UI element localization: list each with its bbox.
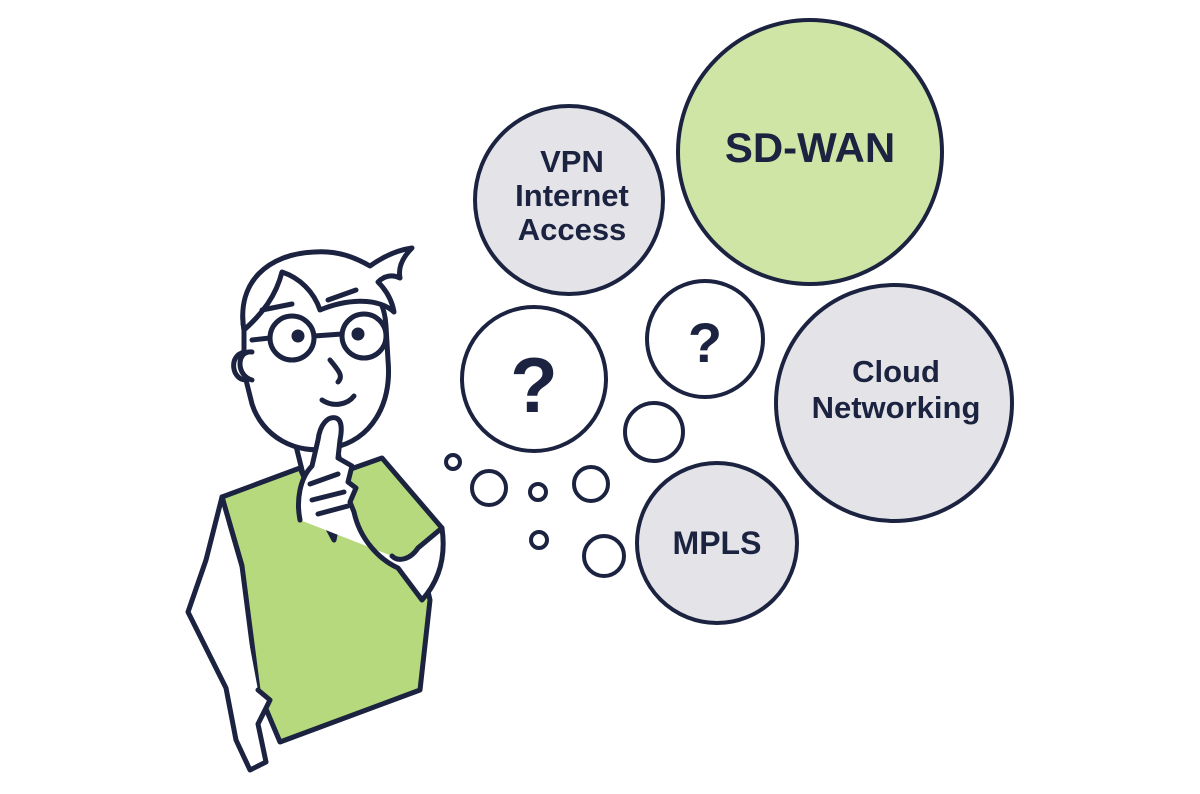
ear <box>237 349 255 383</box>
bubble-vpn-internet-access: VPN Internet Access <box>473 104 665 296</box>
bubble-question-small: ? <box>645 279 765 399</box>
glasses-bridge <box>311 331 345 339</box>
left-sleeve-edge <box>219 494 245 569</box>
bubble-vpn-line3: Access <box>518 212 627 247</box>
bubble-sdwan-label: SD-WAN <box>725 124 895 171</box>
glasses-arm <box>249 335 273 343</box>
question-mark-small: ? <box>688 311 722 374</box>
bubble-vpn-line1: VPN <box>540 144 604 179</box>
trail-bubble <box>444 453 462 471</box>
mouth <box>319 393 357 407</box>
bubble-cloud-networking: Cloud Networking <box>774 283 1014 523</box>
trail-bubble <box>470 469 508 507</box>
eye-right <box>351 327 365 341</box>
bubble-cloud-line2: Networking <box>812 390 981 425</box>
bubble-question-large: ? <box>460 305 608 453</box>
eye-left <box>291 329 305 343</box>
trail-bubble <box>582 534 626 578</box>
question-mark-large: ? <box>510 341 558 429</box>
trail-bubble <box>623 401 685 463</box>
trail-bubble <box>572 465 610 503</box>
finger-lines <box>307 471 351 517</box>
bubble-mpls: MPLS <box>635 461 799 625</box>
bubble-vpn-line2: Internet <box>515 178 629 213</box>
left-arm <box>185 494 273 773</box>
nose <box>327 357 343 385</box>
hair <box>240 245 415 333</box>
bubble-mpls-label: MPLS <box>673 525 762 561</box>
eyebrow-right <box>325 287 359 303</box>
bubble-sd-wan: SD-WAN <box>676 18 944 286</box>
trail-bubble <box>528 482 548 502</box>
right-arm <box>296 415 446 603</box>
bubble-cloud-line1: Cloud <box>852 354 940 389</box>
eyebrow-left <box>259 301 295 313</box>
thinking-person-icon <box>185 245 446 773</box>
trail-bubble <box>529 530 549 550</box>
trail-bubbles <box>444 401 685 578</box>
